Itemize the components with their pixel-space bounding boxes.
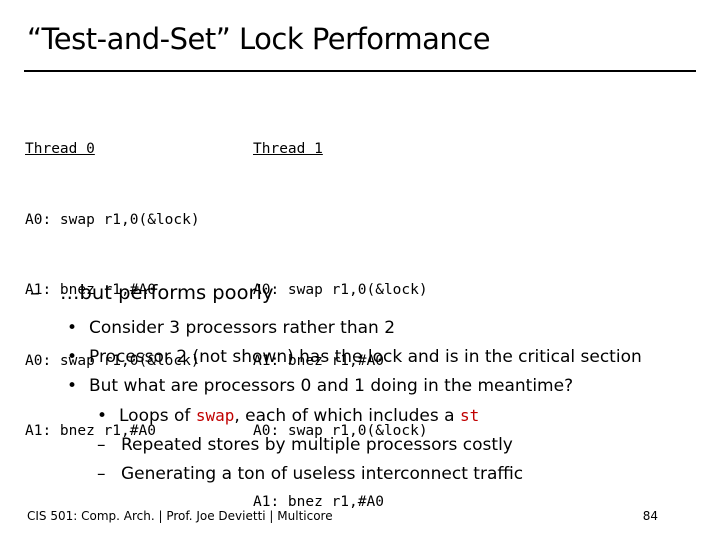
title-underline — [24, 70, 696, 72]
sub-dash-marker: – — [97, 435, 106, 455]
sub-bullet-prefix: Loops of — [119, 406, 196, 426]
thread0-header: Thread 0 — [25, 141, 95, 157]
sub-bullet-marker: • — [97, 406, 108, 426]
bullet-item: • Processor 2 (not shown) has the lock an… — [67, 343, 642, 372]
thread0-line-1: A0: swap r1,0(&lock) — [25, 211, 200, 228]
thread1-line-4: A1: bnez r1,#A0 — [253, 493, 384, 510]
thread1-line-2: A1: bnez r1,#A0 — [253, 352, 384, 369]
bullet-text: Processor 2 (not shown) has the lock and… — [89, 347, 642, 367]
thread1-line-3: A0: swap r1,0(&lock) — [253, 423, 428, 439]
bullet-marker: • — [67, 318, 78, 338]
thread0-line-4: A1: bnez r1,#A0 — [25, 423, 156, 439]
bullet-marker: • — [67, 376, 78, 396]
bullet-item: • But what are processors 0 and 1 doing i… — [67, 372, 642, 401]
thread0-code: Thread 0 A0: swap r1,0(&lock) A1: bnez r… — [25, 91, 200, 467]
bullet-text: Consider 3 processors rather than 2 — [89, 318, 396, 338]
thread1-header: Thread 1 — [253, 141, 323, 157]
thread0-line-3: A0: swap r1,0(&lock) — [25, 352, 200, 369]
sub-bullet-item: • Loops of swap, each of which includes a… — [67, 401, 642, 431]
bullet-marker: • — [67, 347, 78, 367]
page-number: 84 — [642, 509, 658, 523]
thread0-line-2: A1: bnez r1,#A0 — [25, 282, 156, 298]
sub-bullet-middle: , each of which includes a — [234, 406, 460, 426]
bullet-list: • Consider 3 processors rather than 2 • Pr… — [67, 314, 642, 489]
code-swap: swap — [195, 406, 235, 425]
code-st: st — [459, 406, 480, 425]
main-point-text: …but performs poorly — [60, 281, 274, 304]
main-point: –…but performs poorly — [30, 281, 274, 304]
thread1-line-1: A0: swap r1,0(&lock) — [253, 282, 428, 298]
sub-dash-marker: – — [97, 464, 106, 484]
thread1-code: Thread 1 A0: swap r1,0(&lock) A1: bnez r… — [253, 91, 428, 538]
dash-marker: – — [30, 281, 40, 304]
bullet-text: But what are processors 0 and 1 doing in… — [89, 376, 574, 396]
bullet-item: • Consider 3 processors rather than 2 — [67, 314, 642, 343]
sub-dash-item: –Generating a ton of useless interconnec… — [67, 460, 642, 489]
sub-dash-text: Generating a ton of useless interconnect… — [121, 464, 524, 484]
sub-dash-text: Repeated stores by multiple processors c… — [121, 435, 513, 455]
slide-title: “Test-and-Set” Lock Performance — [27, 22, 491, 56]
thread1-spacer — [253, 209, 428, 233]
slide-footer: CIS 501: Comp. Arch. | Prof. Joe Deviett… — [27, 509, 333, 523]
sub-dash-item: –Repeated stores by multiple processors … — [67, 431, 642, 460]
